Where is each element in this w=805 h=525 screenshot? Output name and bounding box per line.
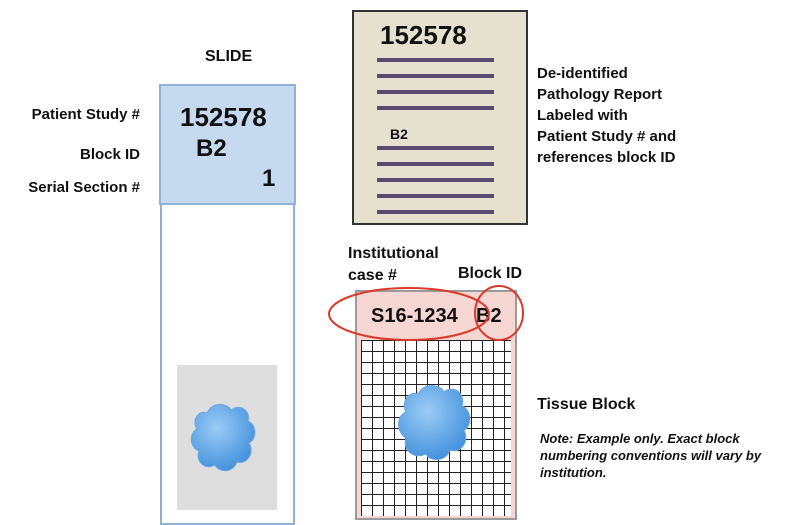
report-study-number: 152578 bbox=[380, 20, 467, 50]
institutional-case-label: Institutional case # bbox=[348, 243, 439, 287]
report-caption-line: references block ID bbox=[537, 149, 676, 166]
block-grid bbox=[361, 340, 511, 516]
report-block-ref: B2 bbox=[390, 126, 408, 142]
slide-block-id: B2 bbox=[196, 135, 227, 162]
report-caption-line: De-identified bbox=[537, 65, 628, 82]
note: Note: Example only. Exact block numberin… bbox=[540, 430, 761, 481]
report-caption-line: Patient Study # and bbox=[537, 128, 677, 145]
report-caption-line: Labeled with bbox=[537, 107, 628, 124]
slide-label-area bbox=[159, 84, 296, 205]
slide-study-number: 152578 bbox=[180, 102, 267, 132]
slide-title: SLIDE bbox=[205, 48, 253, 65]
label-patient-study: Patient Study # bbox=[31, 106, 140, 123]
case-number-circle bbox=[328, 287, 490, 341]
label-serial-section: Serial Section # bbox=[28, 179, 140, 196]
block-id-circle bbox=[474, 285, 524, 341]
report-caption-line: Pathology Report bbox=[537, 86, 663, 103]
label-block-id: Block ID bbox=[79, 146, 140, 163]
highlight-circles bbox=[328, 285, 524, 341]
pathology-report: 152578 B2 bbox=[352, 10, 528, 225]
case-label-line: case # bbox=[348, 267, 397, 284]
note-line: institution. bbox=[540, 465, 607, 480]
note-line: numbering conventions will vary by bbox=[540, 448, 762, 463]
slide-serial-section: 1 bbox=[262, 165, 276, 192]
note-line: Note: Example only. Exact block bbox=[540, 431, 740, 446]
block-tissue-icon bbox=[398, 385, 471, 460]
tissue-block-caption: Tissue Block bbox=[537, 396, 636, 413]
case-label-line: Institutional bbox=[348, 245, 439, 262]
block-id-label: Block ID bbox=[458, 265, 523, 282]
block-case-number: S16-1234 bbox=[371, 305, 458, 327]
report-caption: De-identified Pathology Report Labeled w… bbox=[537, 63, 676, 168]
slide-tissue-icon bbox=[190, 403, 256, 472]
